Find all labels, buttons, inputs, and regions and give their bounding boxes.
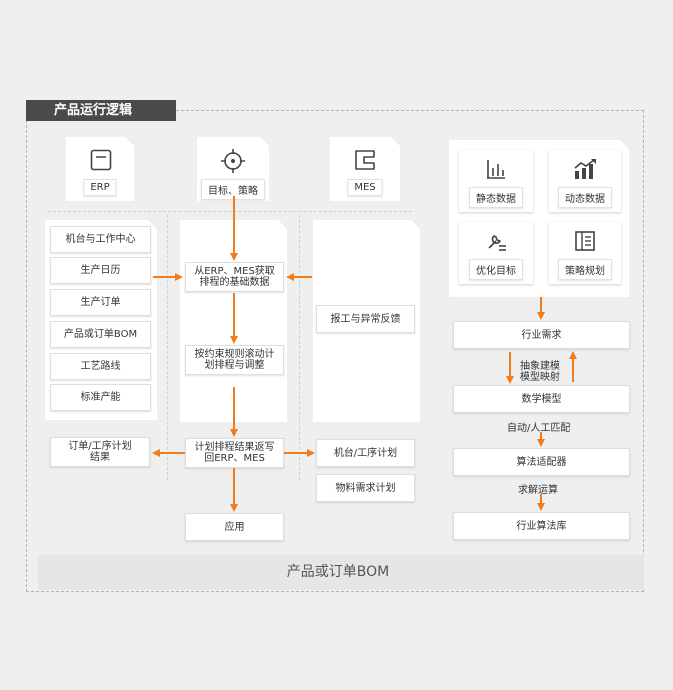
- machine-plan-text: 机台/工序计划: [333, 447, 398, 459]
- industry-demand-text: 行业需求: [521, 329, 562, 341]
- erp-item-3: 产品或订单BOM: [50, 321, 151, 348]
- diagram-title: 产品运行逻辑: [26, 100, 176, 121]
- bottom-label: 产品或订单BOM: [286, 564, 390, 580]
- feedback-text: 报工与异常反馈: [330, 313, 401, 325]
- bar-chart-icon: [487, 160, 505, 179]
- algorithm-adapter-text: 算法适配器: [516, 456, 567, 468]
- order-plan-result-text: 订单/工序计划结果: [68, 441, 132, 463]
- rolling-schedule-box: 按约束规则滚动计划排程与调整: [185, 345, 284, 375]
- erp-item-0: 机台与工作中心: [50, 226, 151, 253]
- machine-plan-box: 机台/工序计划: [316, 439, 415, 467]
- erp-item-text: 产品或订单BOM: [63, 329, 138, 340]
- bottom-band: [38, 555, 644, 590]
- application-box: 应用: [185, 513, 284, 541]
- erp-item-text: 生产日历: [80, 265, 121, 276]
- material-plan-box: 物料需求计划: [316, 474, 415, 502]
- mes-label: MES: [347, 179, 382, 196]
- algorithm-adapter-box: 算法适配器: [453, 448, 630, 476]
- erp-item-text: 机台与工作中心: [65, 234, 136, 245]
- strategy-doc-icon: [575, 231, 595, 251]
- order-plan-result-box: 订单/工序计划结果: [50, 437, 150, 467]
- dynamic-data-card: 动态数据: [549, 150, 621, 212]
- math-model-box: 数学模型: [453, 385, 630, 413]
- industry-demand-box: 行业需求: [453, 321, 630, 349]
- static-data-card: 静态数据: [459, 150, 533, 212]
- abstract-model-label-1: 抽象建模: [520, 361, 560, 372]
- guide-line-right: [299, 215, 300, 480]
- math-model-text: 数学模型: [521, 393, 562, 405]
- optimize-wrench-icon: [488, 235, 506, 251]
- guide-line-left: [167, 215, 168, 480]
- rolling-schedule-text: 按约束规则滚动计划排程与调整: [194, 349, 275, 371]
- strategy-plan-label: 策略规划: [558, 259, 612, 280]
- fetch-data-text: 从ERP、MES获取排程的基础数据: [194, 266, 275, 288]
- erp-item-4: 工艺路线: [50, 353, 151, 380]
- erp-card: ERP: [66, 137, 134, 201]
- fetch-data-box: 从ERP、MES获取排程的基础数据: [185, 262, 284, 292]
- feedback-box: 报工与异常反馈: [316, 305, 415, 333]
- crosshair-target-icon: [221, 149, 245, 173]
- erp-item-1: 生产日历: [50, 257, 151, 284]
- optimize-target-label: 优化目标: [469, 259, 523, 280]
- mes-card: MES: [330, 137, 400, 201]
- erp-label: ERP: [83, 179, 116, 196]
- erp-window-icon: [90, 149, 112, 171]
- erp-item-2: 生产订单: [50, 289, 151, 316]
- auto-match-label: 自动/人工匹配: [507, 423, 571, 434]
- static-data-label: 静态数据: [469, 187, 523, 208]
- guide-line-top: [48, 211, 412, 212]
- target-card: 目标、策略: [197, 137, 269, 201]
- material-plan-text: 物料需求计划: [335, 482, 396, 494]
- dynamic-data-label: 动态数据: [558, 187, 612, 208]
- write-back-text: 计划排程结果返写回ERP、MES: [194, 442, 275, 464]
- mes-document-icon: [354, 149, 376, 171]
- scheduling-panel: [180, 220, 287, 422]
- trend-chart-icon: [574, 159, 596, 179]
- diagram-frame: [26, 110, 644, 592]
- application-text: 应用: [224, 521, 245, 533]
- abstract-model-label-2: 模型映射: [520, 372, 560, 383]
- erp-item-text: 生产订单: [80, 297, 121, 308]
- algorithm-library-text: 行业算法库: [516, 520, 567, 532]
- erp-item-5: 标准产能: [50, 384, 151, 411]
- optimize-target-card: 优化目标: [459, 222, 533, 284]
- erp-item-text: 标准产能: [80, 392, 121, 403]
- target-label: 目标、策略: [201, 179, 265, 200]
- strategy-plan-card: 策略规划: [549, 222, 621, 284]
- solve-label: 求解运算: [518, 485, 558, 496]
- erp-item-text: 工艺路线: [80, 361, 121, 372]
- algorithm-library-box: 行业算法库: [453, 512, 630, 540]
- write-back-box: 计划排程结果返写回ERP、MES: [185, 438, 284, 468]
